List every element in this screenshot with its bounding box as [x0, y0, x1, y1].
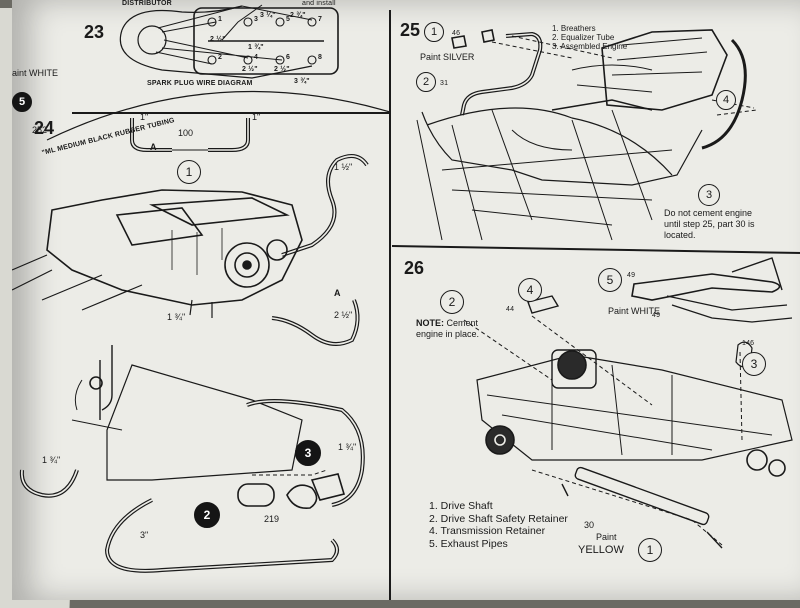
part-49-label: 49	[652, 312, 661, 319]
left-dimension-label: 1 ¾"	[42, 455, 61, 465]
legend-item: 4. Transmission Retainer	[429, 525, 546, 537]
step-26-number: 26	[404, 258, 425, 278]
step-25-callout-4: 4	[716, 90, 736, 110]
callout-3-black: 3	[295, 440, 321, 466]
step-25-legend: 1. Breathers 2. Equalizer Tube 3. Assemb…	[552, 24, 627, 51]
step-25-callout-3: 3	[698, 184, 720, 206]
legend-item: 5. Exhaust Pipes	[429, 537, 508, 550]
step-26-callout-5: 5	[598, 268, 622, 292]
cylinder-number: 2	[218, 54, 223, 61]
assembly-line-art	[12, 4, 800, 600]
part-219-label: 219	[264, 514, 280, 524]
cylinder-number: 4	[254, 54, 259, 61]
tube-length-label: 1"	[252, 112, 261, 122]
step-26-callout-3: 3	[742, 352, 766, 376]
previous-paint-label: aint WHITE	[12, 68, 59, 78]
tube-length-label: 1"	[140, 112, 149, 122]
wire-length-label: 2 ½"	[242, 66, 258, 73]
dimension-label: 1 ½"	[334, 162, 353, 172]
step-26-parts-legend: 1. Drive Shaft 2. Drive Shaft Safety Ret…	[429, 500, 568, 550]
part-100-label: 100	[178, 128, 194, 138]
step-24-callout-1: 1	[177, 160, 201, 184]
part-31-label: 31	[440, 80, 449, 87]
dimension-label: 2 ½"	[334, 310, 353, 320]
part-46-label: 46	[452, 30, 461, 37]
step-23-number: 23	[84, 22, 105, 42]
cylinder-number: 7	[318, 16, 323, 23]
paint-yellow-label: YELLOW	[578, 544, 624, 556]
wire-length-label: 3 ¼"	[260, 12, 276, 19]
part-146-label: 146	[742, 340, 755, 347]
wire-length-label: 1 ¾"	[248, 44, 264, 51]
step-25-callout-1: 1	[424, 22, 444, 42]
tube-end-a-label: A	[334, 288, 341, 298]
cylinder-number: 5	[286, 16, 291, 23]
wire-length-label: 3 ¾"	[294, 78, 310, 85]
cylinder-number: 1	[218, 16, 223, 23]
cylinder-number: 6	[286, 54, 291, 61]
cylinder-number: 8	[318, 54, 323, 61]
step-26-note: NOTE: Cement engine in place.	[416, 318, 480, 339]
step-23-fragment-text: and install	[302, 0, 336, 7]
step-25-callout-2: 2	[416, 72, 436, 92]
wire-length-label: 2 ½"	[274, 66, 290, 73]
legend-item: 2. Drive Shaft Safety Retainer	[429, 512, 568, 525]
cement-warning-note: Do not cement engine until step 25, part…	[664, 208, 755, 240]
cylinder-number: 3	[254, 16, 259, 23]
part-30-label: 30	[584, 520, 595, 530]
spark-plug-diagram-caption: SPARK PLUG WIRE DIAGRAM	[147, 80, 253, 87]
dimension-label: 3"	[140, 530, 149, 540]
paint-white-label: Paint WHITE	[608, 306, 661, 316]
previous-part-number: 252	[32, 125, 48, 135]
paint-label: Paint	[596, 532, 617, 542]
step-26-callout-1: 1	[638, 538, 662, 562]
previous-step-5-callout: 5	[12, 92, 32, 112]
step-26-callout-4: 4	[518, 278, 542, 302]
tube-end-a-label: A	[150, 142, 157, 152]
paint-silver-label: Paint SILVER	[420, 52, 475, 62]
legend-item: 3. Assembled Engine	[552, 42, 628, 51]
step-26-callout-2: 2	[440, 290, 464, 314]
distributor-label: DISTRIBUTOR	[122, 0, 172, 7]
legend-item: 2. Equalizer Tube	[552, 33, 615, 42]
step-25-number: 25	[400, 20, 421, 40]
instruction-sheet: 5 aint WHITE 252 1 ¾" 23 DISTRIBUTOR SPA…	[12, 0, 800, 600]
part-44-label: 44	[506, 306, 515, 313]
dimension-label: 1 ¾"	[338, 442, 357, 452]
wire-length-label: 2 ½"	[210, 36, 226, 43]
callout-2-black: 2	[194, 502, 220, 528]
part-49-label: 49	[627, 272, 636, 279]
legend-item: 1. Breathers	[552, 24, 596, 33]
legend-item: 1. Drive Shaft	[429, 500, 493, 512]
dimension-label: 1 ¾"	[167, 312, 186, 322]
step-24-number: 24	[34, 118, 55, 138]
wire-length-label: 2 ¾"	[290, 12, 306, 19]
